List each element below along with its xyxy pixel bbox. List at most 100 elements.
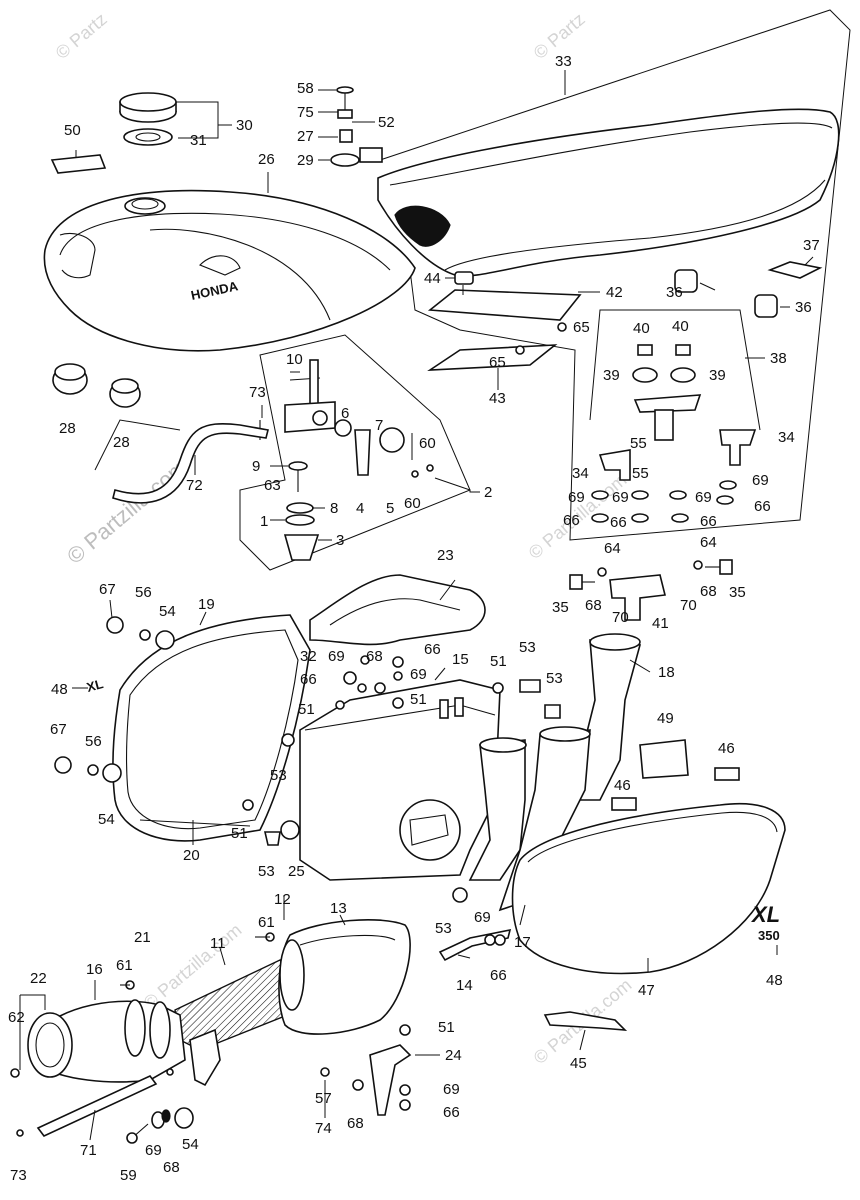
- callout-66a: 66: [563, 512, 580, 529]
- callout-45: 45: [570, 1055, 587, 1072]
- callout-25: 25: [288, 863, 305, 880]
- callout-71: 71: [80, 1142, 97, 1159]
- emblem-right-text: XL: [750, 902, 780, 927]
- callout-60b: 60: [404, 495, 421, 512]
- clip-73b: [166, 1068, 174, 1076]
- callout-23: 23: [437, 547, 454, 564]
- callout-39b: 39: [709, 367, 726, 384]
- drain-tube-71: [36, 1075, 158, 1137]
- callout-61a: 61: [258, 914, 275, 931]
- seat-hinge-assembly: [569, 344, 757, 621]
- callout-46a: 46: [718, 740, 735, 757]
- bracket-21: [189, 1028, 221, 1087]
- seat-cushion-44: [454, 271, 474, 285]
- callout-8: 8: [330, 500, 338, 517]
- callout-34b: 34: [778, 429, 795, 446]
- callout-65b: 65: [489, 354, 506, 371]
- callout-53d: 53: [258, 863, 275, 880]
- nut-66b: [399, 1099, 411, 1111]
- callout-72: 72: [186, 477, 203, 494]
- emblem-48-right: XL 350: [750, 902, 780, 943]
- callout-69g: 69: [474, 909, 491, 926]
- callout-67b: 67: [50, 721, 67, 738]
- callout-12: 12: [274, 891, 291, 908]
- callout-68d: 68: [163, 1159, 180, 1176]
- callout-22: 22: [30, 970, 47, 987]
- callout-10: 10: [286, 351, 303, 368]
- callout-21: 21: [134, 929, 151, 946]
- callout-19: 19: [198, 596, 215, 613]
- screw-62: [10, 1068, 20, 1078]
- callout-53e: 53: [435, 920, 452, 937]
- callout-66h: 66: [443, 1104, 460, 1121]
- callout-54b: 54: [98, 811, 115, 828]
- callout-24: 24: [445, 1047, 462, 1064]
- washer-69b: [399, 1084, 411, 1096]
- callout-54c: 54: [182, 1136, 199, 1153]
- fuel-tank: HONDA: [43, 189, 416, 352]
- callout-68c: 68: [366, 648, 383, 665]
- callout-13: 13: [330, 900, 347, 917]
- washer-68: [352, 1079, 364, 1091]
- callout-58: 58: [297, 80, 314, 97]
- callout-63: 63: [264, 477, 281, 494]
- callout-75: 75: [297, 104, 314, 121]
- callout-4: 4: [356, 500, 364, 517]
- callout-15: 15: [452, 651, 469, 668]
- callout-16: 16: [86, 961, 103, 978]
- assembly-outlines: [94, 9, 851, 571]
- center-hardware: [242, 655, 561, 846]
- callout-62: 62: [8, 1009, 25, 1026]
- callout-51d: 51: [231, 825, 248, 842]
- callout-66d: 66: [754, 498, 771, 515]
- callout-60a: 60: [419, 435, 436, 452]
- callout-50: 50: [64, 122, 81, 139]
- callout-44: 44: [424, 270, 441, 287]
- callout-20: 20: [183, 847, 200, 864]
- callout-64b: 64: [700, 534, 717, 551]
- callout-57: 57: [315, 1090, 332, 1107]
- callout-29: 29: [297, 152, 314, 169]
- clamp-12: [279, 939, 305, 1011]
- callout-65a: 65: [573, 319, 590, 336]
- screw-65a: [557, 322, 567, 332]
- callout-66c: 66: [700, 513, 717, 530]
- callout-6: 6: [341, 405, 349, 422]
- callout-48a: 48: [51, 681, 68, 698]
- callout-53b: 53: [546, 670, 563, 687]
- bracket-37: [767, 261, 823, 279]
- nut-66: [494, 934, 506, 946]
- callout-30: 30: [236, 117, 253, 134]
- callout-46b: 46: [614, 777, 631, 794]
- rubber-36a: [674, 269, 698, 293]
- callout-1: 1: [260, 513, 268, 530]
- callout-14: 14: [456, 977, 473, 994]
- callout-41: 41: [652, 615, 669, 632]
- callout-40b: 40: [672, 318, 689, 335]
- callout-66f: 66: [300, 671, 317, 688]
- rubber-28: [52, 363, 141, 408]
- callout-69i: 69: [145, 1142, 162, 1159]
- callout-73b: 73: [10, 1167, 27, 1184]
- callout-69e: 69: [328, 648, 345, 665]
- callout-66b: 66: [610, 514, 627, 531]
- callout-35b: 35: [729, 584, 746, 601]
- callout-70b: 70: [680, 597, 697, 614]
- callout-31: 31: [190, 132, 207, 149]
- callout-43: 43: [489, 390, 506, 407]
- screw-65b: [515, 345, 525, 355]
- callout-51c: 51: [410, 691, 427, 708]
- watermark-top-left: © Partz: [52, 9, 111, 63]
- seat-mount-hardware: [330, 86, 383, 167]
- callout-56a: 56: [135, 584, 152, 601]
- side-cover-47: [511, 802, 786, 975]
- grommet-46b: [714, 767, 740, 781]
- callout-53a: 53: [519, 639, 536, 656]
- fuel-valve-assembly: [259, 359, 434, 561]
- callout-42: 42: [606, 284, 623, 301]
- callout-69a: 69: [568, 489, 585, 506]
- callout-36b: 36: [795, 299, 812, 316]
- callout-70a: 70: [612, 609, 629, 626]
- callout-26: 26: [258, 151, 275, 168]
